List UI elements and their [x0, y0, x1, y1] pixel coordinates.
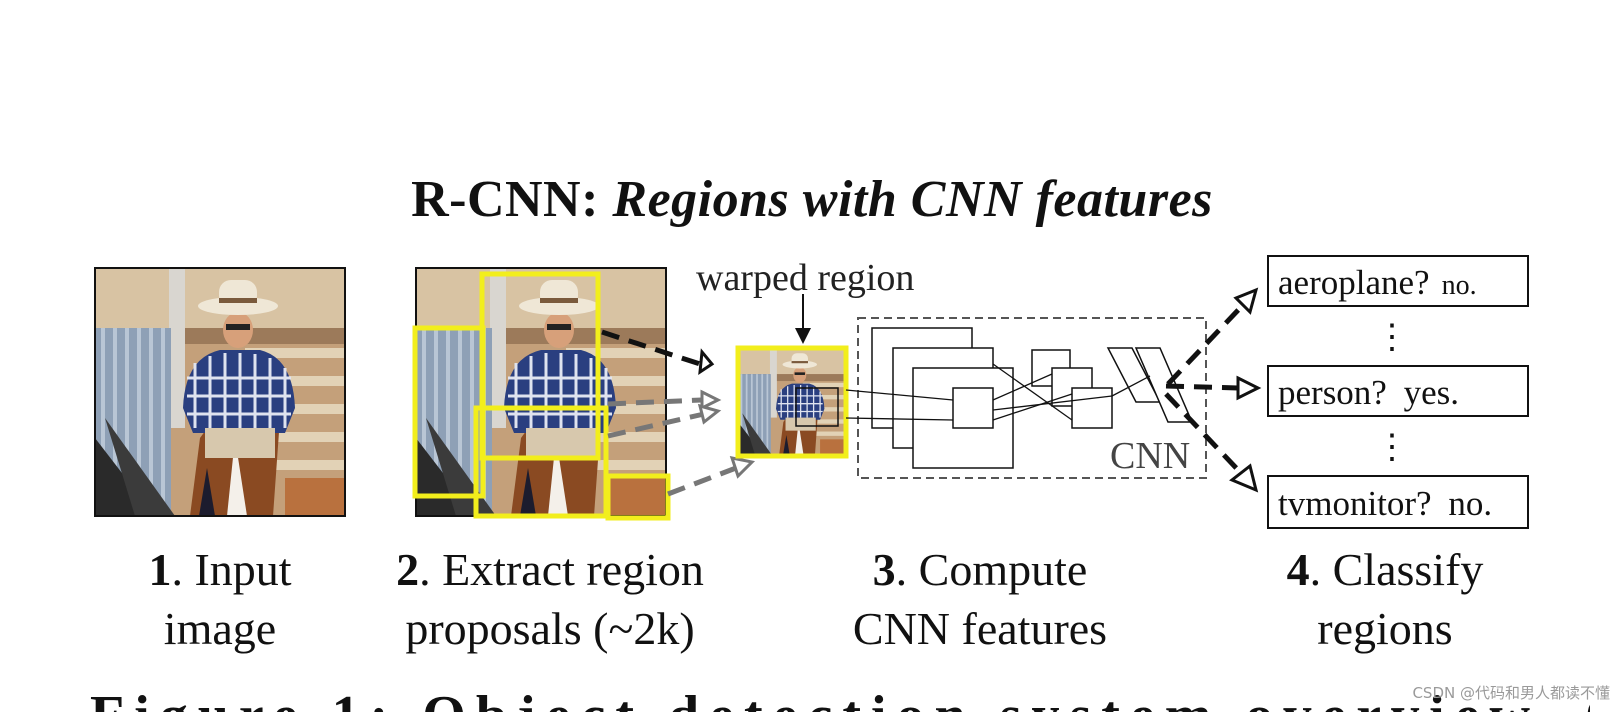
step-3-label: 3. Compute CNN features: [852, 544, 1108, 654]
ellipsis-2: ⋮: [1375, 429, 1409, 466]
title-italic: Regions with CNN features: [612, 171, 1213, 228]
input-image: [94, 267, 346, 517]
classifier-arrows: [1164, 287, 1262, 493]
step-number: 3: [872, 544, 896, 595]
svg-text:person? yes.: person? yes.: [1278, 373, 1459, 412]
warped-region-label: warped region: [696, 257, 914, 299]
warped-region: [735, 345, 849, 459]
cnn-label: CNN: [1110, 435, 1190, 477]
step-number: 1: [148, 544, 172, 595]
classification-box-person: person? yes.: [1267, 365, 1529, 417]
diagram-title: R-CNN: Regions with CNN features: [0, 170, 1624, 229]
classification-box-aeroplane: aeroplane? no.: [1267, 255, 1529, 307]
title-bold: R-CNN:: [411, 171, 599, 228]
step-4-label: 4. Classify regions: [1286, 544, 1484, 654]
step-number: 4: [1286, 544, 1310, 595]
proposal-image: [412, 267, 671, 521]
class-answer: no.: [1442, 270, 1477, 301]
step-number: 2: [396, 544, 420, 595]
region-proposal-boxes: [412, 271, 671, 521]
svg-text:tvmonitor? no.: tvmonitor? no.: [1278, 484, 1492, 523]
class-name: aeroplane?: [1278, 263, 1430, 302]
proposal-arrows: [601, 329, 756, 497]
class-answer: yes.: [1404, 373, 1459, 412]
class-name: person?: [1278, 373, 1387, 412]
step-2-label: 2. Extract region proposals (~2k): [396, 544, 704, 654]
svg-text:aeroplane? no.: aeroplane? no.: [1278, 263, 1477, 302]
class-answer: no.: [1448, 484, 1492, 523]
ellipsis-1: ⋮: [1375, 319, 1409, 356]
watermark: CSDN @代码和男人都读不懂: [1412, 684, 1610, 702]
cnn-block: CNN: [845, 317, 1207, 479]
classification-box-tvmonitor: tvmonitor? no.: [1267, 475, 1529, 529]
step-1-label: 1. Input image: [148, 544, 292, 654]
warped-region-pointer: [795, 294, 811, 344]
class-name: tvmonitor?: [1278, 484, 1432, 523]
figure-caption-cropped: Figure 1: Object detection system overvi…: [90, 688, 1590, 712]
